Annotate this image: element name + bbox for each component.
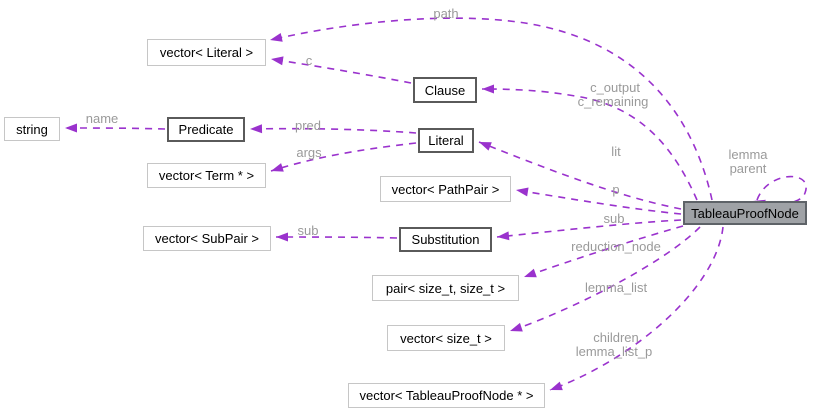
edge-label-reduction-node: reduction_node <box>571 239 661 254</box>
node-vector-pathpair: vector< PathPair > <box>380 176 511 202</box>
node-pair-size-t: pair< size_t, size_t > <box>372 275 519 301</box>
edge-sub-substitution <box>275 232 398 242</box>
edge-label-lit: lit <box>611 144 621 159</box>
edge-label-lemma-list-p: lemma_list_p <box>575 344 653 359</box>
edge-label-c: c <box>305 53 313 68</box>
edge-p <box>515 187 682 215</box>
edge-label-pred: pred <box>294 118 322 133</box>
node-vector-subpair: vector< SubPair > <box>143 226 271 251</box>
edge-label-name: name <box>85 111 119 126</box>
edge-c <box>270 56 412 84</box>
edge-label-args: args <box>296 145 322 160</box>
edge-children-lemma-list-p <box>549 226 724 391</box>
node-substitution[interactable]: Substitution <box>399 227 492 252</box>
edge-reduction-node <box>523 225 684 278</box>
node-vector-literal: vector< Literal > <box>147 39 266 66</box>
node-vector-size-t: vector< size_t > <box>387 325 505 351</box>
edge-lemma-list <box>509 226 701 332</box>
edge-label-c-remaining: c_remaining <box>577 94 649 109</box>
edge-pred <box>249 124 417 134</box>
node-string: string <box>4 117 60 141</box>
edge-label-path: path <box>433 6 459 21</box>
node-literal[interactable]: Literal <box>418 128 474 153</box>
edge-name <box>64 123 166 133</box>
node-clause[interactable]: Clause <box>413 77 477 103</box>
edge-label-sub-node: sub <box>603 211 625 226</box>
edge-label-lemma-list: lemma_list <box>584 280 648 295</box>
edge-label-children: children <box>593 330 639 345</box>
edge-label-parent: parent <box>729 161 767 176</box>
node-tableauproofnode: TableauProofNode <box>683 201 807 225</box>
edge-c-output-remaining <box>481 84 698 201</box>
edge-path <box>269 17 713 201</box>
edge-sub-node <box>496 219 682 241</box>
edge-label-lemma: lemma <box>728 147 768 162</box>
node-vector-term: vector< Term * > <box>147 163 266 188</box>
edge-label-c-output: c_output <box>590 80 640 95</box>
node-vector-tableauproofnode-ptr: vector< TableauProofNode * > <box>348 383 545 408</box>
node-predicate[interactable]: Predicate <box>167 117 245 142</box>
edge-lit <box>478 141 682 210</box>
edge-lemma-parent-self-loop <box>752 175 807 209</box>
edge-label-sub-substitution: sub <box>297 223 319 238</box>
edge-label-p: p <box>612 182 620 197</box>
edge-args <box>270 142 417 172</box>
